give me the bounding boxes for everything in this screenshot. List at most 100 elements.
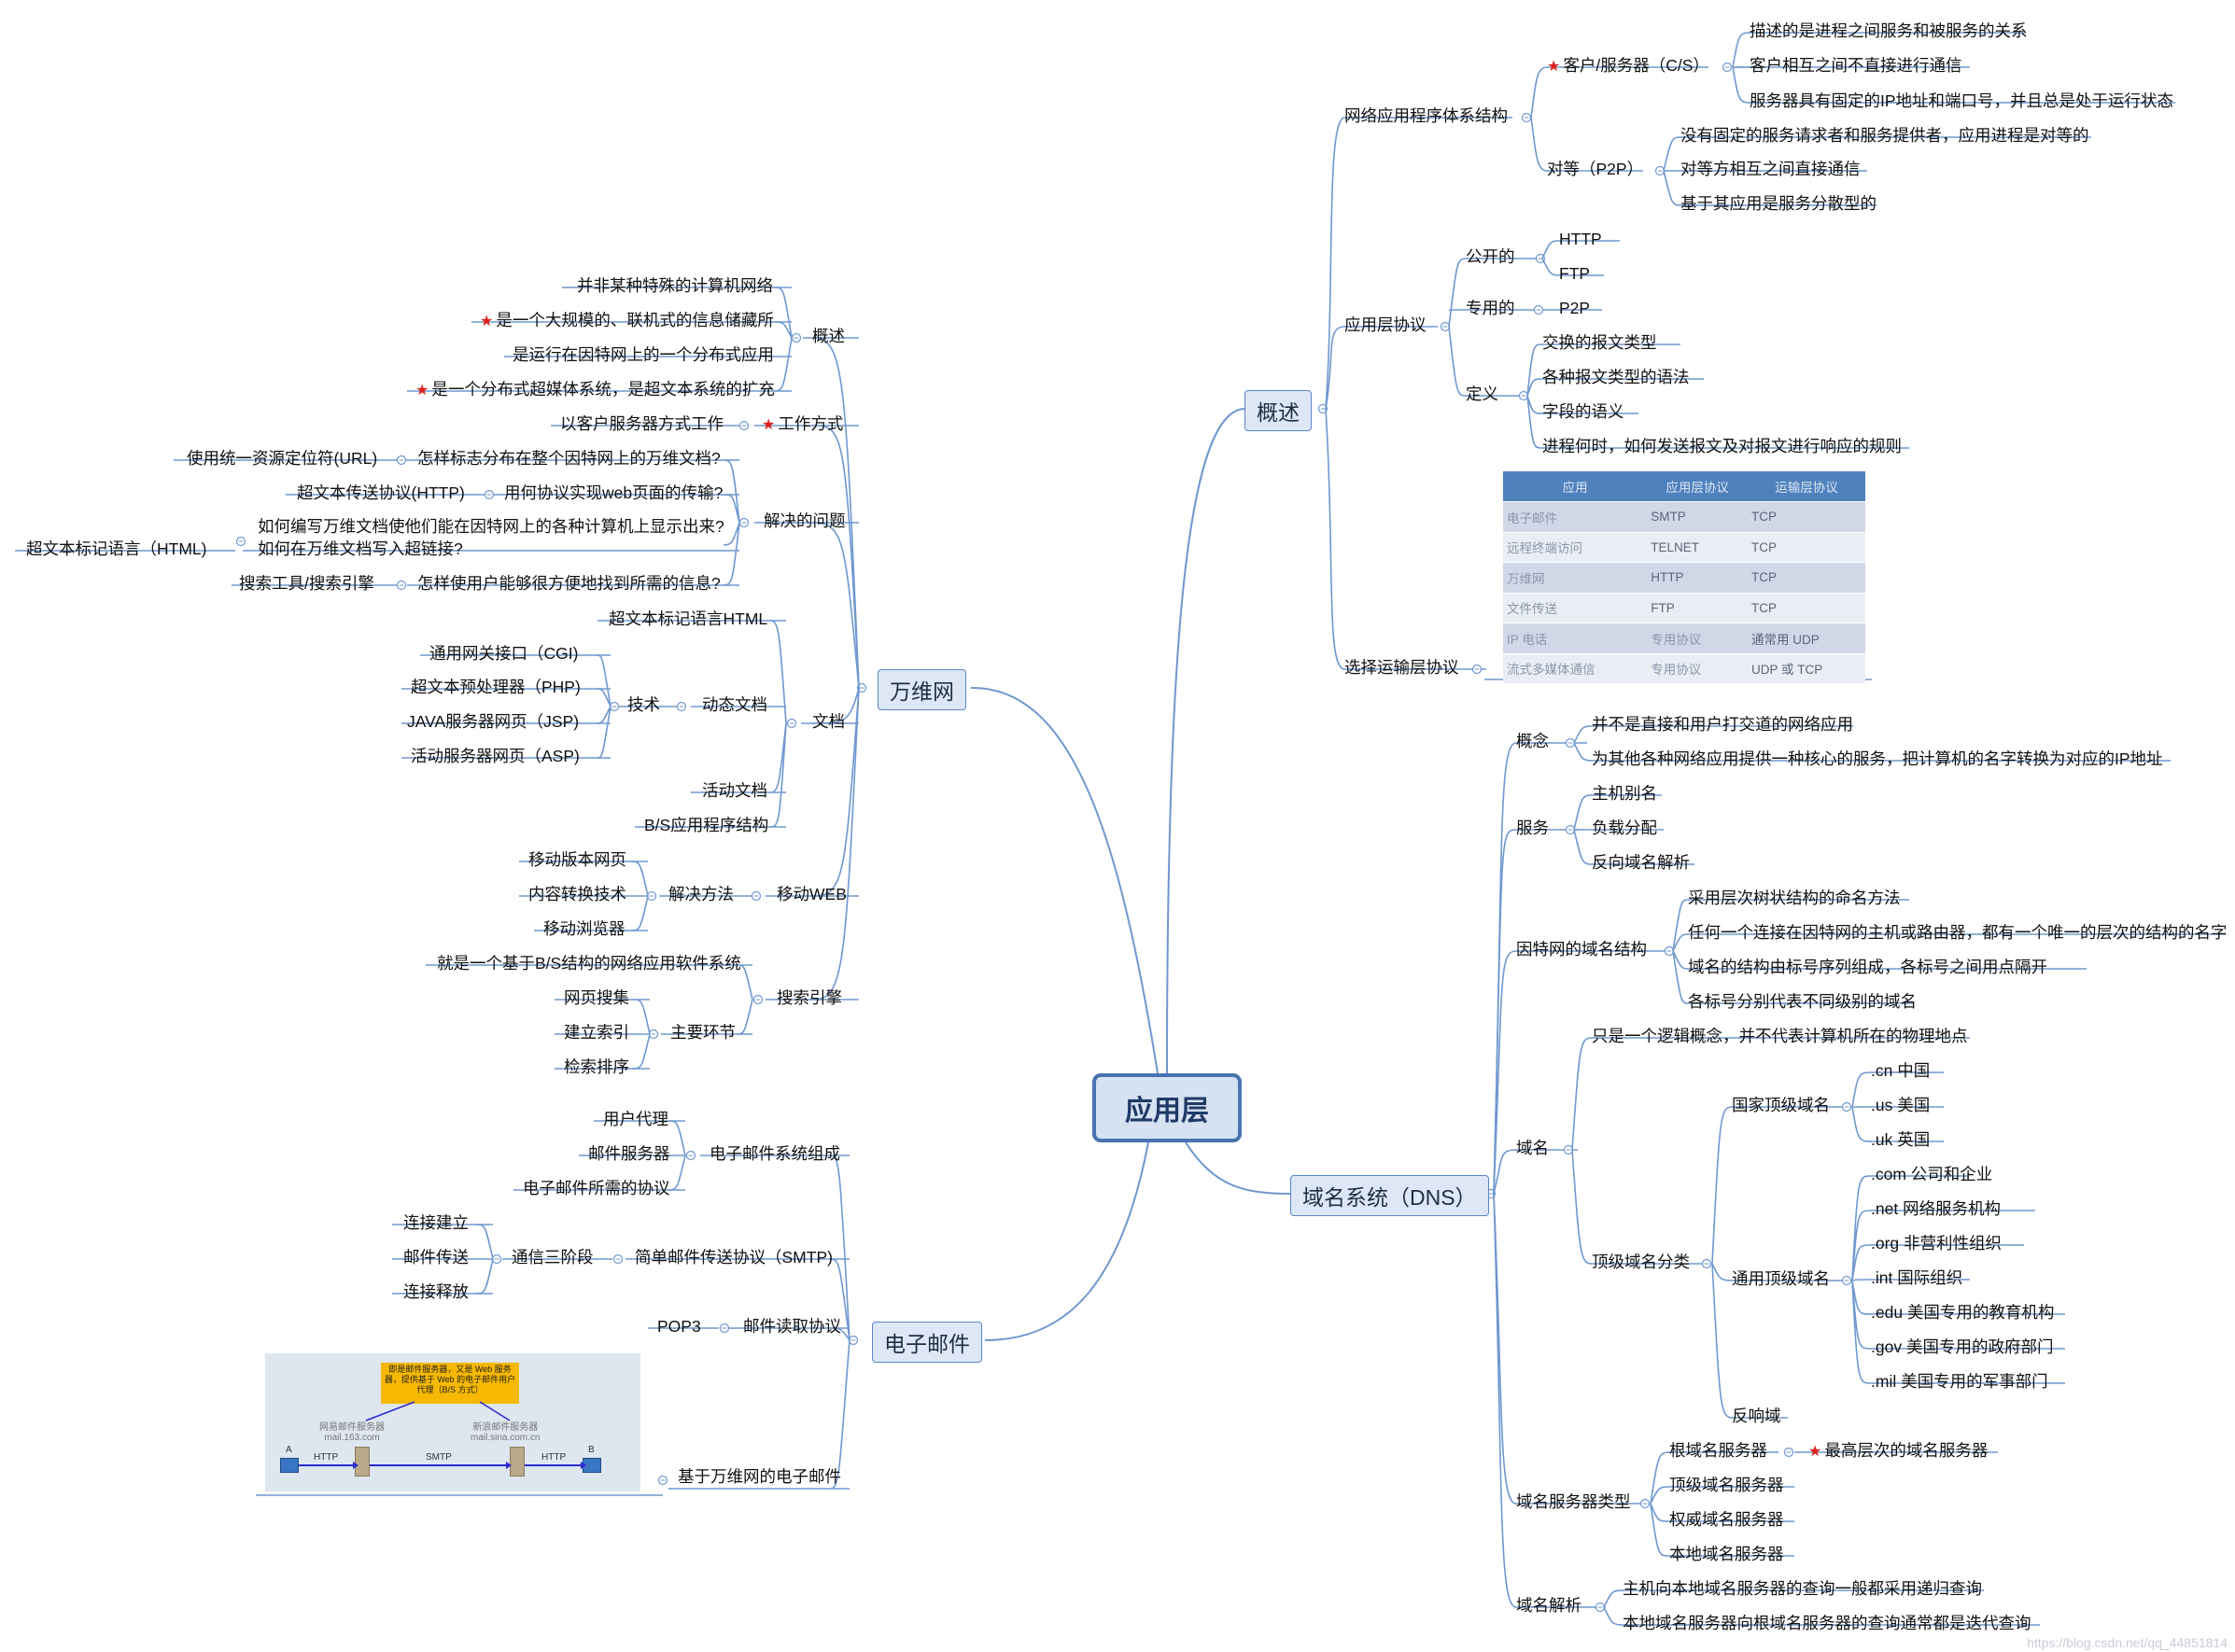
node-www-search[interactable]: 搜索引擎 — [777, 988, 842, 1007]
node-email-composition[interactable]: 电子邮件系统组成 — [710, 1144, 840, 1163]
node-dns-structure-1[interactable]: 采用层次树状结构的命名方法 — [1688, 889, 1901, 907]
node-www-work-item[interactable]: 以客户服务器方式工作 — [560, 414, 724, 433]
node-email-phase-3[interactable]: 连接释放 — [403, 1282, 469, 1301]
node-www-q2[interactable]: 用何协议实现web页面的传输? — [504, 483, 724, 502]
node-www-overview-3[interactable]: 是运行在因特网上的一个分布式应用 — [513, 345, 774, 364]
node-generic-2[interactable]: .net 网络服务机构 — [1871, 1199, 2002, 1218]
topic-www[interactable]: 万维网 — [878, 669, 966, 710]
node-generic-7[interactable]: .mil 美国专用的军事部门 — [1871, 1372, 2048, 1391]
node-www-tech-2[interactable]: 超文本预处理器（PHP) — [411, 678, 581, 696]
node-www-search-2[interactable]: 建立索引 — [564, 1023, 629, 1042]
node-server-tld[interactable]: 顶级域名服务器 — [1669, 1476, 1784, 1494]
node-resolve-2[interactable]: 本地域名服务器向根域名服务器的查询通常都是迭代查询 — [1623, 1614, 2031, 1632]
node-choose-transport[interactable]: 选择运输层协议 — [1344, 658, 1459, 677]
node-generic-3[interactable]: .org 非营利性组织 — [1871, 1234, 2003, 1253]
node-generic-1[interactable]: .com 公司和企业 — [1871, 1165, 1993, 1183]
node-www-q4[interactable]: 怎样使用户能够很方便地找到所需的信息? — [417, 574, 721, 593]
node-cs-item-3[interactable]: 服务器具有固定的IP地址和端口号，并且总是处于运行状态 — [1750, 91, 2174, 110]
node-dns-country-tld[interactable]: 国家顶级域名 — [1732, 1096, 1830, 1114]
node-email-comp-3[interactable]: 电子邮件所需的协议 — [523, 1179, 670, 1197]
root-node[interactable]: 应用层 — [1092, 1073, 1242, 1142]
node-dns-structure-2[interactable]: 任何一个连接在因特网的主机或路由器，都有一个唯一的层次的结构的名字 — [1688, 923, 2228, 942]
node-email-read[interactable]: 邮件读取协议 — [743, 1317, 841, 1336]
node-www-mobile-1[interactable]: 移动版本网页 — [528, 850, 626, 869]
node-email-webmail[interactable]: 基于万维网的电子邮件 — [678, 1467, 841, 1486]
node-www-search-1[interactable]: 网页搜集 — [564, 988, 629, 1007]
node-generic-4[interactable]: .int 国际组织 — [1871, 1268, 1963, 1287]
node-private[interactable]: 专用的 — [1466, 299, 1515, 317]
node-www-html[interactable]: 超文本标记语言HTML — [609, 609, 768, 628]
node-country-1[interactable]: .cn 中国 — [1871, 1061, 1931, 1080]
node-private-p2p[interactable]: P2P — [1559, 299, 1591, 317]
node-www-mobile-2[interactable]: 内容转换技术 — [528, 885, 626, 903]
node-dns-tld-class[interactable]: 顶级域名分类 — [1592, 1253, 1690, 1271]
node-p2p-item-3[interactable]: 基于其应用是服务分散型的 — [1680, 194, 1877, 213]
node-dns-structure[interactable]: 因特网的域名结构 — [1516, 940, 1647, 959]
node-dns-reverse[interactable]: 反响域 — [1732, 1407, 1781, 1425]
node-generic-5[interactable]: .edu 美国专用的教育机构 — [1871, 1303, 2055, 1322]
node-cs-item-2[interactable]: 客户相互之间不直接进行通信 — [1750, 56, 1962, 75]
node-root-note[interactable]: ★最高层次的域名服务器 — [1808, 1441, 1989, 1460]
node-www-a4[interactable]: 搜索工具/搜索引擎 — [239, 574, 374, 593]
node-www-problems[interactable]: 解决的问题 — [764, 511, 846, 530]
node-www-tech-1[interactable]: 通用网关接口（CGI) — [429, 644, 579, 663]
topic-dns[interactable]: 域名系统（DNS） — [1290, 1175, 1489, 1216]
node-www-q3a[interactable]: 如何编写万维文档使他们能在因特网上的各种计算机上显示出来? — [258, 517, 724, 536]
node-www-active[interactable]: 活动文档 — [702, 781, 767, 800]
node-dns-service-3[interactable]: 反向域名解析 — [1592, 853, 1690, 872]
node-dns-service-1[interactable]: 主机别名 — [1592, 784, 1657, 803]
node-www-tech[interactable]: 技术 — [627, 695, 660, 714]
node-app-proto[interactable]: 应用层协议 — [1344, 315, 1427, 334]
node-public[interactable]: 公开的 — [1466, 247, 1515, 266]
node-www-overview[interactable]: 概述 — [812, 327, 845, 345]
node-www-overview-2[interactable]: ★是一个大规模的、联机式的信息储藏所 — [480, 311, 774, 329]
node-www-a2[interactable]: 超文本传送协议(HTTP) — [297, 483, 465, 502]
node-www-search-3[interactable]: 检索排序 — [564, 1057, 629, 1076]
node-dns-structure-4[interactable]: 各标号分别代表不同级别的域名 — [1688, 992, 1917, 1011]
node-www-mobile-3[interactable]: 移动浏览器 — [543, 919, 626, 938]
node-cs[interactable]: ★客户/服务器（C/S） — [1547, 56, 1709, 75]
topic-overview[interactable]: 概述 — [1244, 390, 1312, 431]
node-dns-concept-2[interactable]: 为其他各种网络应用提供一种核心的服务，把计算机的名字转换为对应的IP地址 — [1592, 749, 2163, 768]
topic-email[interactable]: 电子邮件 — [872, 1322, 982, 1363]
node-country-2[interactable]: .us 美国 — [1871, 1096, 1931, 1114]
node-public-http[interactable]: HTTP — [1559, 230, 1602, 248]
node-www-overview-1[interactable]: 并非某种特殊的计算机网络 — [577, 276, 773, 295]
node-define-item-1[interactable]: 交换的报文类型 — [1542, 333, 1657, 352]
node-www-mobile-solve[interactable]: 解决方法 — [668, 885, 734, 903]
node-email-pop3[interactable]: POP3 — [657, 1317, 701, 1336]
node-server-local[interactable]: 本地域名服务器 — [1669, 1545, 1784, 1563]
node-www-search-desc[interactable]: 就是一个基于B/S结构的网络应用软件系统 — [437, 954, 741, 973]
node-email-phase-1[interactable]: 连接建立 — [403, 1213, 469, 1232]
node-country-3[interactable]: .uk 英国 — [1871, 1130, 1931, 1149]
node-define-item-4[interactable]: 进程何时，如何发送报文及对报文进行响应的规则 — [1542, 437, 1902, 455]
node-net-arch[interactable]: 网络应用程序体系结构 — [1344, 106, 1508, 125]
node-dns-server-types[interactable]: 域名服务器类型 — [1516, 1492, 1631, 1511]
node-dns-service[interactable]: 服务 — [1516, 819, 1549, 837]
node-www-docs[interactable]: 文档 — [812, 712, 845, 731]
node-dns-concept[interactable]: 概念 — [1516, 732, 1549, 750]
node-dns-concept-1[interactable]: 并不是直接和用户打交道的网络应用 — [1592, 715, 1853, 734]
node-www-mobile[interactable]: 移动WEB — [777, 885, 847, 903]
node-email-comp-1[interactable]: 用户代理 — [603, 1110, 668, 1128]
node-dns-domain[interactable]: 域名 — [1516, 1139, 1549, 1157]
node-www-q1[interactable]: 怎样标志分布在整个因特网上的万维文档? — [417, 449, 721, 468]
node-www-overview-4[interactable]: ★是一个分布式超媒体系统，是超文本系统的扩充 — [415, 380, 775, 399]
node-www-dynamic[interactable]: 动态文档 — [702, 695, 767, 714]
node-p2p-item-2[interactable]: 对等方相互之间直接通信 — [1680, 160, 1861, 178]
node-cs-item-1[interactable]: 描述的是进程之间服务和被服务的关系 — [1750, 21, 2028, 40]
node-email-phase[interactable]: 通信三阶段 — [512, 1248, 594, 1267]
node-dns-resolve[interactable]: 域名解析 — [1516, 1596, 1581, 1615]
node-email-comp-2[interactable]: 邮件服务器 — [588, 1144, 670, 1163]
node-email-phase-2[interactable]: 邮件传送 — [403, 1248, 469, 1267]
node-p2p-item-1[interactable]: 没有固定的服务请求者和服务提供者，应用进程是对等的 — [1680, 126, 2089, 145]
node-dns-service-2[interactable]: 负载分配 — [1592, 819, 1657, 837]
node-dns-generic-tld[interactable]: 通用顶级域名 — [1732, 1269, 1830, 1288]
node-www-work-mode[interactable]: ★工作方式 — [762, 414, 844, 433]
node-www-bs[interactable]: B/S应用程序结构 — [644, 816, 769, 834]
node-www-a1[interactable]: 使用统一资源定位符(URL) — [187, 449, 378, 468]
node-www-search-main[interactable]: 主要环节 — [670, 1023, 736, 1042]
node-p2p[interactable]: 对等（P2P） — [1547, 160, 1644, 178]
node-www-tech-4[interactable]: 活动服务器网页（ASP) — [411, 747, 580, 765]
node-email-smtp[interactable]: 简单邮件传送协议（SMTP) — [635, 1248, 833, 1267]
